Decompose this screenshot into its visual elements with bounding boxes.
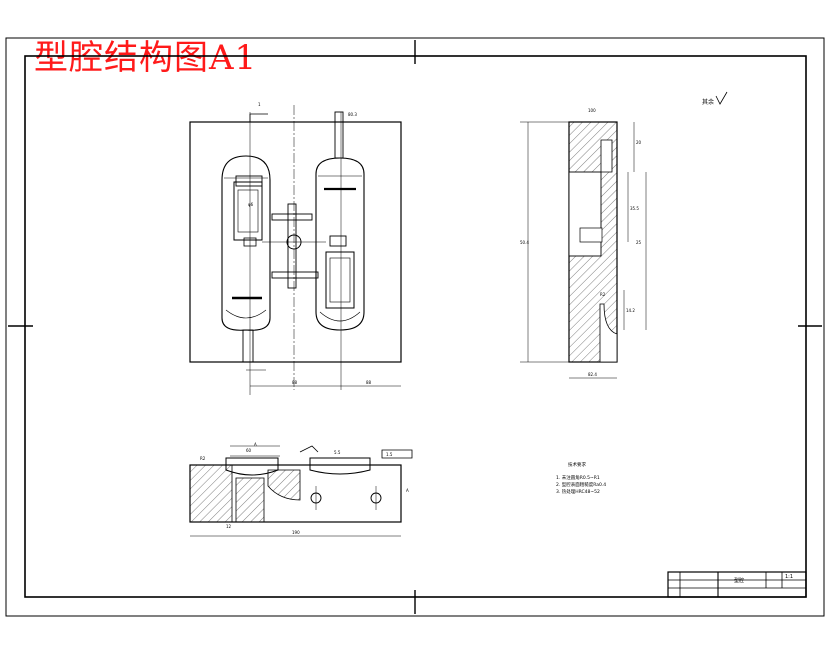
dim-top-4: φ6	[248, 202, 254, 207]
dim-front-6: 12	[226, 524, 232, 529]
title-block-name: 型腔	[734, 577, 744, 584]
dim-front-4: R2	[200, 456, 206, 461]
title-block-scale: 1:1	[785, 574, 793, 580]
runner-lower	[271, 271, 319, 279]
centering-marks	[8, 40, 822, 614]
dim-front-2: 60	[246, 448, 252, 453]
title-block-text: 型腔 1:1	[734, 574, 793, 584]
dim-side-8: R2	[600, 292, 606, 297]
dim-top-2: 88	[366, 380, 372, 385]
svg-text:其余: 其余	[702, 98, 714, 106]
dim-side-5: 35.5	[630, 206, 639, 211]
outer-frame	[5, 37, 825, 617]
title-block	[667, 571, 807, 598]
dim-top-1: 88	[292, 380, 298, 385]
dim-top-3: 80.3	[348, 112, 357, 117]
inner-frame	[24, 55, 807, 598]
front-section	[189, 445, 413, 537]
right-cavity	[315, 157, 365, 331]
dim-side-3: 82.4	[588, 372, 597, 377]
runner-upper	[271, 213, 313, 221]
tech-item-3: 3. 热处理HRC48~52	[556, 488, 600, 495]
dim-side-4: 20	[636, 140, 642, 145]
technical-requirements: 技术要求 1. 未注圆角R0.5~R1 2. 型腔表面粗糙度Ra0.4 3. 热…	[556, 461, 606, 495]
top-view	[189, 105, 402, 395]
tech-item-2: 2. 型腔表面粗糙度Ra0.4	[556, 481, 606, 488]
tech-item-1: 1. 未注圆角R0.5~R1	[556, 474, 600, 481]
tech-heading: 技术要求	[568, 461, 586, 468]
side-view-dimensions: 100 50.4 82.4 20 35.5 25 14.2 R2	[520, 108, 642, 377]
dim-front-7: 1.5	[386, 452, 393, 457]
top-view-dimensions: 88 88 80.3 1 φ6	[248, 102, 372, 385]
drawing-title: 型腔结构图A1	[34, 38, 258, 78]
dim-side-7: 14.2	[626, 308, 635, 313]
top-view-plate	[189, 121, 402, 363]
left-cavity	[221, 155, 271, 331]
dim-front-5: 190	[292, 530, 300, 535]
dim-front-1: A	[254, 442, 257, 447]
dim-side-1: 100	[588, 108, 596, 113]
runner-vertical	[287, 203, 297, 289]
dim-side-2: 50.4	[520, 240, 529, 245]
dim-front-8: A	[406, 488, 409, 493]
dim-front-3: 5.5	[334, 450, 341, 455]
dim-side-6: 25	[636, 240, 642, 245]
side-view	[520, 121, 647, 379]
front-section-dimensions: A 60 5.5 R2 190 12 1.5 A	[200, 442, 409, 535]
roughness-note: 其余	[702, 91, 728, 106]
dim-top-5: 1	[258, 102, 261, 107]
